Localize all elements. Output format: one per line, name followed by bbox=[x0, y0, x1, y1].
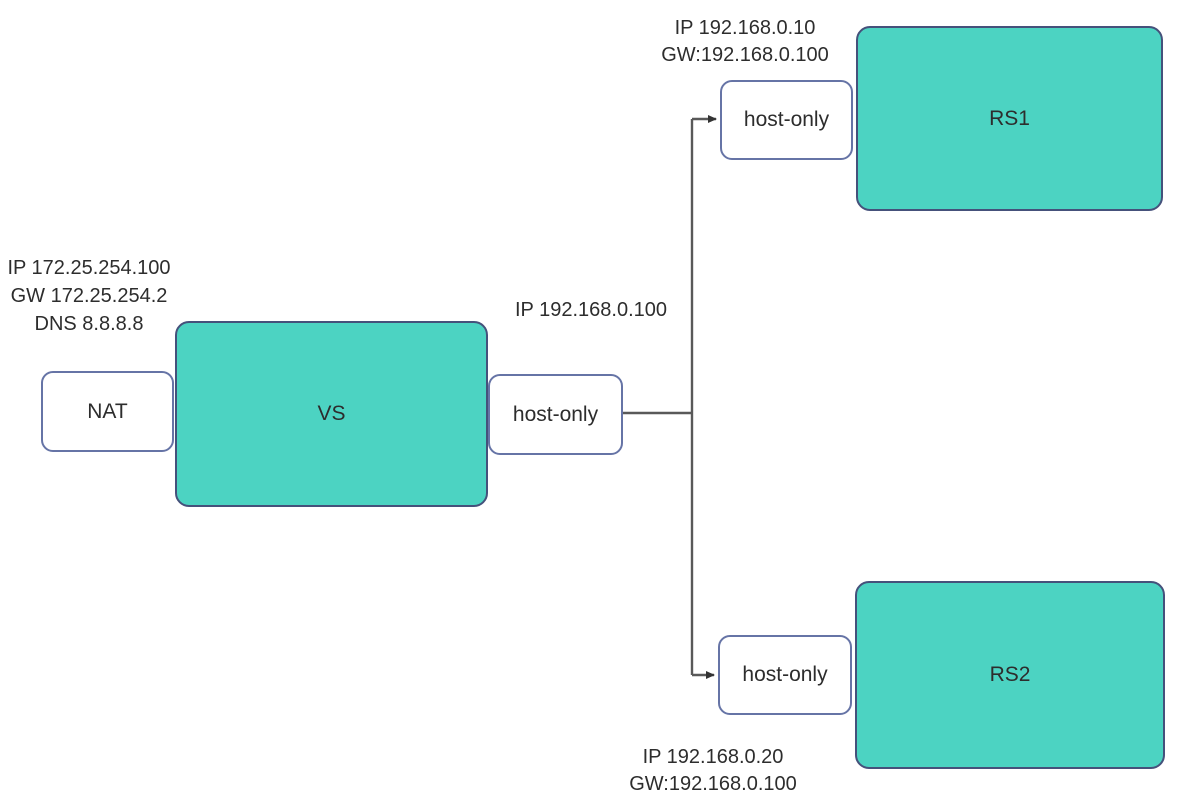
node-hostonly-rs2-label: host-only bbox=[742, 663, 828, 686]
vs-hostonly-ip-label: IP 192.168.0.100 bbox=[515, 299, 667, 321]
rs1-network-annotation: IP 192.168.0.10 GW:192.168.0.100 bbox=[655, 15, 835, 69]
vs-network-annotation: IP 172.25.254.100 GW 172.25.254.2 DNS 8.… bbox=[0, 254, 178, 338]
node-rs1-server: RS1 bbox=[856, 26, 1163, 211]
node-nat-label: NAT bbox=[87, 399, 128, 423]
vs-hostonly-ip-annotation: IP 192.168.0.100 bbox=[500, 296, 682, 324]
rs2-network-annotation: IP 192.168.0.20 GW:192.168.0.100 bbox=[623, 744, 803, 798]
node-vs-label: VS bbox=[317, 402, 346, 425]
rs1-gateway-label: GW:192.168.0.100 bbox=[661, 44, 829, 66]
rs2-ip-label: IP 192.168.0.20 bbox=[642, 746, 784, 768]
node-rs2-server: RS2 bbox=[855, 581, 1165, 769]
node-hostonly-rs1-label: host-only bbox=[743, 108, 830, 131]
node-hostonly-adapter-rs1: host-only bbox=[720, 80, 853, 160]
node-rs2-label: RS2 bbox=[989, 663, 1031, 686]
rs2-gateway-label: GW:192.168.0.100 bbox=[629, 773, 797, 795]
vs-gateway-label: GW 172.25.254.2 bbox=[10, 285, 168, 307]
node-rs1-label: RS1 bbox=[989, 106, 1030, 130]
node-hostonly-vs-label: host-only bbox=[512, 402, 599, 426]
vs-ip-label: IP 172.25.254.100 bbox=[7, 257, 171, 279]
rs1-ip-label: IP 192.168.0.10 bbox=[674, 17, 816, 39]
node-hostonly-adapter-vs: host-only bbox=[488, 374, 623, 455]
node-vs-server: VS bbox=[175, 321, 488, 507]
node-nat-adapter: NAT bbox=[41, 371, 174, 452]
node-hostonly-adapter-rs2: host-only bbox=[718, 635, 852, 715]
vs-dns-label: DNS 8.8.8.8 bbox=[34, 313, 144, 335]
